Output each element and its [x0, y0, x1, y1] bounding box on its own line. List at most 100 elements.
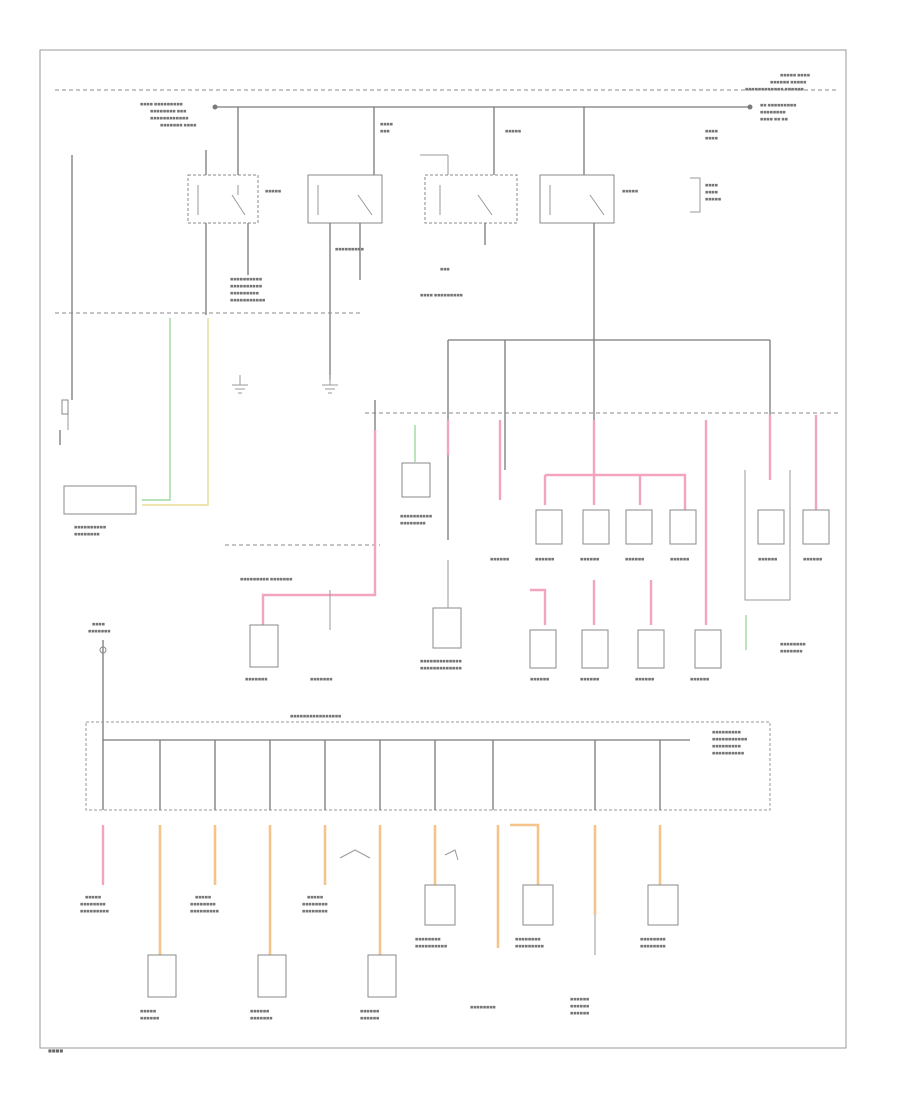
svg-text:■■■■■■ ■■■■■: ■■■■■■ ■■■■■ — [770, 80, 806, 84]
module-components-upper: ■■■■■■■■■■ ■■■■■■■■ ■■■■■■ ■■■■■■ ■■■■■■… — [400, 462, 830, 601]
svg-text:■■■■■■■: ■■■■■■■ — [250, 1016, 272, 1020]
svg-text:■■■■■■■■■■■■ ■■■■■■: ■■■■■■■■■■■■ ■■■■■■ — [745, 87, 804, 91]
svg-text:■■■■ ■■■■■■■■■: ■■■■ ■■■■■■■■■ — [420, 293, 463, 297]
svg-text:■■ ■■■■■■■■■: ■■ ■■■■■■■■■ — [760, 103, 796, 107]
svg-text:■■■■■■: ■■■■■■ — [670, 557, 689, 561]
svg-text:■■■■■■■■: ■■■■■■■■ — [640, 944, 666, 948]
svg-text:■■■■■■■ ■■■■: ■■■■■■■ ■■■■ — [160, 123, 196, 127]
svg-text:■■■■■■: ■■■■■■ — [140, 1016, 159, 1020]
relay-1: ■■■■ ■■■■■■■■■ ■■■■■■■■ ■■■ ■■■■■■■■■■■■… — [140, 102, 281, 315]
svg-text:■■■■■■■■: ■■■■■■■■ — [415, 937, 441, 941]
svg-text:■■■■■■■■■: ■■■■■■■■■ — [335, 247, 364, 251]
svg-text:■■■■■■: ■■■■■■ — [758, 557, 777, 561]
module-components-lower: ■■■■■■■■■ ■■■■■■■ ■■■■■■■ ■■■■■■■ ■■■■■■… — [240, 560, 806, 681]
svg-text:■■■■■■■■: ■■■■■■■■ — [400, 521, 426, 525]
svg-text:■■■■■■■■■■: ■■■■■■■■■■ — [400, 514, 432, 518]
svg-text:■■■■■■: ■■■■■■ — [580, 677, 599, 681]
svg-text:■■■■■■■■■■■: ■■■■■■■■■■■ — [712, 737, 747, 741]
svg-text:■■■■: ■■■■ — [705, 129, 718, 133]
lower-components: ■■■■■ ■■■■■■■■ ■■■■■■■■■ ■■■■■ ■■■■■■■■ … — [80, 884, 679, 1020]
svg-text:■■■■■: ■■■■■ — [265, 189, 281, 193]
svg-text:■■■■■■: ■■■■■■ — [535, 557, 554, 561]
svg-text:■■■: ■■■ — [380, 129, 390, 133]
svg-text:■■■: ■■■ — [440, 267, 450, 271]
svg-text:■■■■■: ■■■■■ — [705, 197, 721, 201]
svg-text:■■■■■■■■■■: ■■■■■■■■■■ — [415, 944, 447, 948]
svg-text:■■■■■■■■■: ■■■■■■■■■ — [230, 291, 259, 295]
ground-symbols — [232, 375, 338, 394]
svg-text:■■■■■■: ■■■■■■ — [803, 557, 822, 561]
svg-text:■■■■■■■■: ■■■■■■■■ — [302, 909, 328, 913]
relay-3: ■■■■■ ■■■ ■■■■ ■■■■■■■■■ — [420, 107, 521, 297]
svg-text:■■■■■■■■■■: ■■■■■■■■■■ — [74, 525, 106, 529]
svg-text:■■■■■■■■: ■■■■■■■■ — [80, 902, 106, 906]
svg-text:■■■■■■■■■■: ■■■■■■■■■■ — [230, 277, 262, 281]
svg-text:■■■■■■■■: ■■■■■■■■ — [74, 532, 100, 536]
svg-text:■■■■■■■■: ■■■■■■■■ — [780, 642, 806, 646]
svg-text:■■■■■■■■■: ■■■■■■■■■ — [712, 744, 741, 748]
svg-text:■■■■■■■■: ■■■■■■■■ — [640, 937, 666, 941]
svg-text:■■■■■■■■■■: ■■■■■■■■■■ — [230, 284, 262, 288]
relay-4: ■■■■■ — [539, 107, 638, 340]
lower-fuse-block: ■■■■ ■■■■■■■ ■■■■■■■■■■■■■■■■ ■■■■■■■■■ … — [85, 622, 771, 811]
svg-text:■■■■■■: ■■■■■■ — [360, 1009, 379, 1013]
svg-text:■■■■: ■■■■ — [380, 122, 393, 126]
svg-text:■■■■■■■■: ■■■■■■■■ — [302, 902, 328, 906]
svg-text:■■■■■■■■■■■: ■■■■■■■■■■■ — [230, 298, 265, 302]
svg-text:■■■■■■: ■■■■■■ — [570, 997, 589, 1001]
svg-text:■■■■■: ■■■■■ — [505, 129, 521, 133]
svg-text:■■■■■■■: ■■■■■■■ — [88, 629, 110, 633]
svg-text:■■■■■■: ■■■■■■ — [635, 677, 654, 681]
svg-text:■■■■■■: ■■■■■■ — [530, 677, 549, 681]
svg-text:■■■■■■■: ■■■■■■■ — [310, 677, 332, 681]
svg-text:■■■■■: ■■■■■ — [140, 1009, 156, 1013]
svg-text:■■■■■■■■ ■■■: ■■■■■■■■ ■■■ — [150, 109, 186, 113]
svg-text:■■■■: ■■■■ — [705, 183, 718, 187]
svg-text:■■■■■■: ■■■■■■ — [250, 1009, 269, 1013]
left-fuse-feed — [61, 155, 73, 430]
svg-text:■■■■■: ■■■■■ — [307, 895, 323, 899]
svg-text:■■■■■■■■■■■■: ■■■■■■■■■■■■ — [150, 116, 188, 120]
relay-2: ■■■■ ■■■ ■■■■■■■■■ — [307, 107, 393, 380]
svg-text:■■■■■■■■■■■■■■■■: ■■■■■■■■■■■■■■■■ — [290, 714, 341, 718]
svg-text:■■■■■■■■■: ■■■■■■■■■ — [190, 909, 219, 913]
page-id-label: ■■■■ — [48, 1048, 63, 1053]
svg-text:■■■■■: ■■■■■ — [195, 895, 211, 899]
svg-text:■■■■■ ■■■■: ■■■■■ ■■■■ — [780, 73, 810, 77]
svg-text:■■■■■■■■■■■■■: ■■■■■■■■■■■■■ — [420, 659, 462, 663]
svg-text:■■■■■■: ■■■■■■ — [690, 677, 709, 681]
svg-text:■■■■■■■: ■■■■■■■ — [245, 677, 267, 681]
svg-text:■■■■■■■■■ ■■■■■■■: ■■■■■■■■■ ■■■■■■■ — [240, 577, 292, 581]
svg-text:■■■■■■■■■■■■■: ■■■■■■■■■■■■■ — [420, 666, 462, 670]
svg-text:■■■■ ■■■■■■■■■: ■■■■ ■■■■■■■■■ — [140, 102, 183, 106]
top-power-bus: ■■■■■ ■■■■ ■■■■■■ ■■■■■ ■■■■■■■■■■■■ ■■■… — [55, 73, 838, 110]
svg-text:■■■■■■: ■■■■■■ — [580, 557, 599, 561]
svg-text:■■■■■■■■■: ■■■■■■■■■ — [515, 944, 544, 948]
relay-5-small: ■■■■ ■■■■ ■■■■■ ■■■■ ■■■■ ■■ ■■■■■■■■■ ■… — [690, 103, 796, 213]
svg-text:■■■■■: ■■■■■ — [85, 895, 101, 899]
svg-text:■■■■■: ■■■■■ — [622, 189, 638, 193]
svg-text:■■■■■■■■: ■■■■■■■■ — [470, 1005, 496, 1009]
svg-text:■■■■■■: ■■■■■■ — [490, 557, 509, 561]
svg-text:■■■■■■: ■■■■■■ — [570, 1011, 589, 1015]
svg-text:■■■■■■■: ■■■■■■■ — [780, 649, 802, 653]
underhood-connector-row: ■■■■■■■■■■ ■■■■■■■■■■ ■■■■■■■■■ ■■■■■■■■… — [55, 277, 838, 546]
svg-text:■■■■ ■■ ■■: ■■■■ ■■ ■■ — [760, 117, 788, 121]
fuse-block-bus — [374, 339, 771, 540]
svg-text:■■■■■■■■■■: ■■■■■■■■■■ — [712, 751, 744, 755]
svg-text:■■■■■■■■: ■■■■■■■■ — [760, 110, 786, 114]
svg-text:■■■■: ■■■■ — [705, 136, 718, 140]
lower-feed-wires — [101, 823, 662, 955]
diagram-frame — [39, 49, 847, 1049]
svg-text:■■■■: ■■■■ — [705, 190, 718, 194]
svg-text:■■■■■■■■■: ■■■■■■■■■ — [712, 730, 741, 734]
svg-text:■■■■■■: ■■■■■■ — [625, 557, 644, 561]
pink-feed-wires — [261, 415, 818, 650]
svg-text:■■■■■■: ■■■■■■ — [570, 1004, 589, 1008]
svg-text:■■■■: ■■■■ — [92, 622, 105, 626]
svg-text:■■■■■■: ■■■■■■ — [360, 1016, 379, 1020]
svg-text:■■■■■■■■■: ■■■■■■■■■ — [80, 909, 109, 913]
svg-text:■■■■■■■■: ■■■■■■■■ — [190, 902, 216, 906]
data-link-wiring: ■■■■■■■■■■ ■■■■■■■■ — [59, 318, 209, 536]
